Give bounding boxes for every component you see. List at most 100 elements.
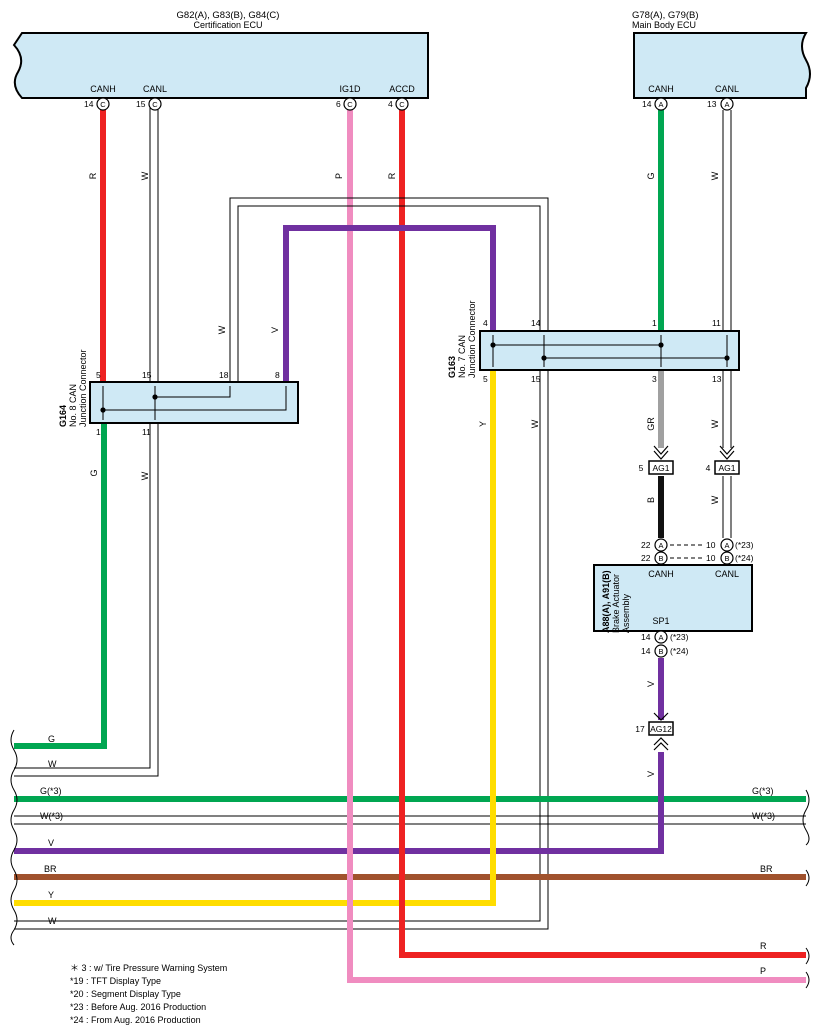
bus-w2-label: W: [48, 916, 57, 926]
bus-wires: G W G(*3) W(*3) V BR Y W R P G(*3) W(*3)…: [10, 100, 810, 989]
jc8-pin-18: 18: [219, 370, 229, 380]
bus-g3-label: G(*3): [40, 786, 62, 796]
legend-item-24: *24 : From Aug. 2016 Production: [70, 1015, 201, 1025]
jc8-name1: No. 8 CAN: [68, 384, 78, 427]
brake-note-23-top: (*23): [735, 540, 754, 550]
jc8-pin-1: 1: [96, 427, 101, 437]
brake-name1: Brake Actuator: [611, 574, 621, 633]
brake-sp1-label: SP1: [652, 616, 669, 626]
cert-canl-num: 15: [136, 99, 146, 109]
jc7-pin-15: 15: [531, 374, 541, 384]
jc8-pin-5: 5: [96, 370, 101, 380]
brake-pin-10b: 10: [706, 553, 716, 563]
bus-p: [347, 110, 806, 983]
main-body-ecu: G78(A), G79(B) Main Body ECU CANH CANL: [632, 10, 811, 99]
body-ecu-code: G78(A), G79(B): [632, 10, 699, 21]
ag1-right-name: AG1: [718, 463, 735, 473]
brake-name2: Assembly: [621, 593, 631, 633]
body-canl-label: CANL: [715, 84, 739, 94]
jc8-name2: Junction Connector: [78, 349, 88, 427]
certification-ecu: G82(A), G83(B), G84(C) Certification ECU…: [12, 10, 429, 99]
cert-ecu-code: G82(A), G83(B), G84(C): [177, 10, 280, 21]
jc7-pin-3: 3: [652, 374, 657, 384]
bus-w3-right-label: W(*3): [752, 811, 775, 821]
brake-code: A88(A), A91(B): [601, 570, 611, 633]
cert-accd-label: ACCD: [389, 84, 415, 94]
wire-label-body-w: W: [710, 171, 720, 180]
cert-canh-label: CANH: [90, 84, 116, 94]
cert-ecu-name: Certification ECU: [193, 20, 262, 30]
wire-label-ag1-b: B: [646, 497, 656, 503]
wire-label-jc8-w: W: [217, 325, 227, 334]
cert-accd-conn: C: [399, 100, 405, 109]
body-canl-num: 13: [707, 99, 717, 109]
cert-canh-num: 14: [84, 99, 94, 109]
jc7-pin-5: 5: [483, 374, 488, 384]
bus-v: [14, 752, 664, 854]
junction-connector-8: 5 15 18 8 1 11 G164 No. 8 CAN Junction C…: [58, 349, 299, 437]
brake-conn-b-top2: B: [724, 554, 729, 563]
cert-ig1d-label: IG1D: [339, 84, 361, 94]
bus-y: [14, 370, 496, 906]
brake-pin-14a: 14: [641, 632, 651, 642]
bus-g3-right-label: G(*3): [752, 786, 774, 796]
cert-ig1d-num: 6: [336, 99, 341, 109]
wire-label-jc7-y: Y: [478, 421, 488, 427]
brake-canh-label: CANH: [648, 569, 674, 579]
bus-v-label: V: [48, 838, 54, 848]
wire-label-jc8-out-w: W: [140, 471, 150, 480]
brake-pin-14b: 14: [641, 646, 651, 656]
brake-conn-b-bottom: B: [658, 647, 663, 656]
pin-circles: C 14 C 15 C 6 C 4 A 14 A 13 A B A B A B: [84, 97, 734, 658]
wire-label-jc8-out-g: G: [89, 469, 99, 476]
cert-accd-num: 4: [388, 99, 393, 109]
wire-label-jc8-v: V: [270, 327, 280, 333]
junction-connector-7: 4 14 1 11 5 15 3 13 G163 No. 7 CAN Junct…: [447, 300, 740, 384]
ag1-left-name: AG1: [652, 463, 669, 473]
bus-r-label: R: [760, 941, 767, 951]
brake-actuator: CANH CANL SP1 A88(A), A91(B) Brake Actua…: [593, 540, 754, 656]
jc7-name2: Junction Connector: [467, 300, 477, 378]
wire-label-body-g: G: [646, 172, 656, 179]
wire-label-ag12-v: V: [646, 771, 656, 777]
body-wires: G W Y W GR W AG1 5 AG1 4 B W V AG12: [478, 110, 740, 777]
jc8-pin-8: 8: [275, 370, 280, 380]
bus-g: [14, 420, 107, 749]
bus-br-label: BR: [44, 864, 57, 874]
wire-label-brake-v: V: [646, 681, 656, 687]
jc8-code: G164: [58, 405, 68, 427]
jc7-pin-14: 14: [531, 318, 541, 328]
wire-label-jc7-w2: W: [710, 419, 720, 428]
jc7-pin-4: 4: [483, 318, 488, 328]
body-canh-conn: A: [658, 100, 663, 109]
wire-label-jc7-gr: GR: [646, 417, 656, 431]
legend-item-3: ＊ 3 : w/ Tire Pressure Warning System: [70, 963, 227, 973]
brake-pin-22b: 22: [641, 553, 651, 563]
wire-label-jc7-w: W: [530, 419, 540, 428]
body-canh-num: 14: [642, 99, 652, 109]
jc8-pin-11: 11: [142, 427, 151, 437]
legend-item-19: *19 : TFT Display Type: [70, 976, 161, 986]
ag12-num: 17: [635, 724, 645, 734]
body-canh-label: CANH: [648, 84, 674, 94]
cert-ig1d-conn: C: [347, 100, 353, 109]
brake-conn-b-top: B: [658, 554, 663, 563]
bus-r: [399, 110, 806, 958]
bus-g-label: G: [48, 734, 55, 744]
brake-note-24-top: (*24): [735, 553, 754, 563]
jc7-code: G163: [447, 356, 457, 378]
jc7-pin-1: 1: [652, 318, 657, 328]
bus-w3-label: W(*3): [40, 811, 63, 821]
bus-p-label: P: [760, 966, 766, 976]
jc7-pin-11: 11: [712, 318, 721, 328]
brake-canl-label: CANL: [715, 569, 739, 579]
brake-conn-a-top: A: [658, 541, 663, 550]
cert-wires: R W P R W V G W: [88, 110, 549, 480]
body-canl-conn: A: [724, 100, 729, 109]
body-ecu-name: Main Body ECU: [632, 20, 696, 30]
jc8-pin-15: 15: [142, 370, 152, 380]
wire-label-canl: W: [140, 171, 150, 180]
brake-conn-a-bottom: A: [658, 633, 663, 642]
ag1-left-num: 5: [639, 463, 644, 473]
